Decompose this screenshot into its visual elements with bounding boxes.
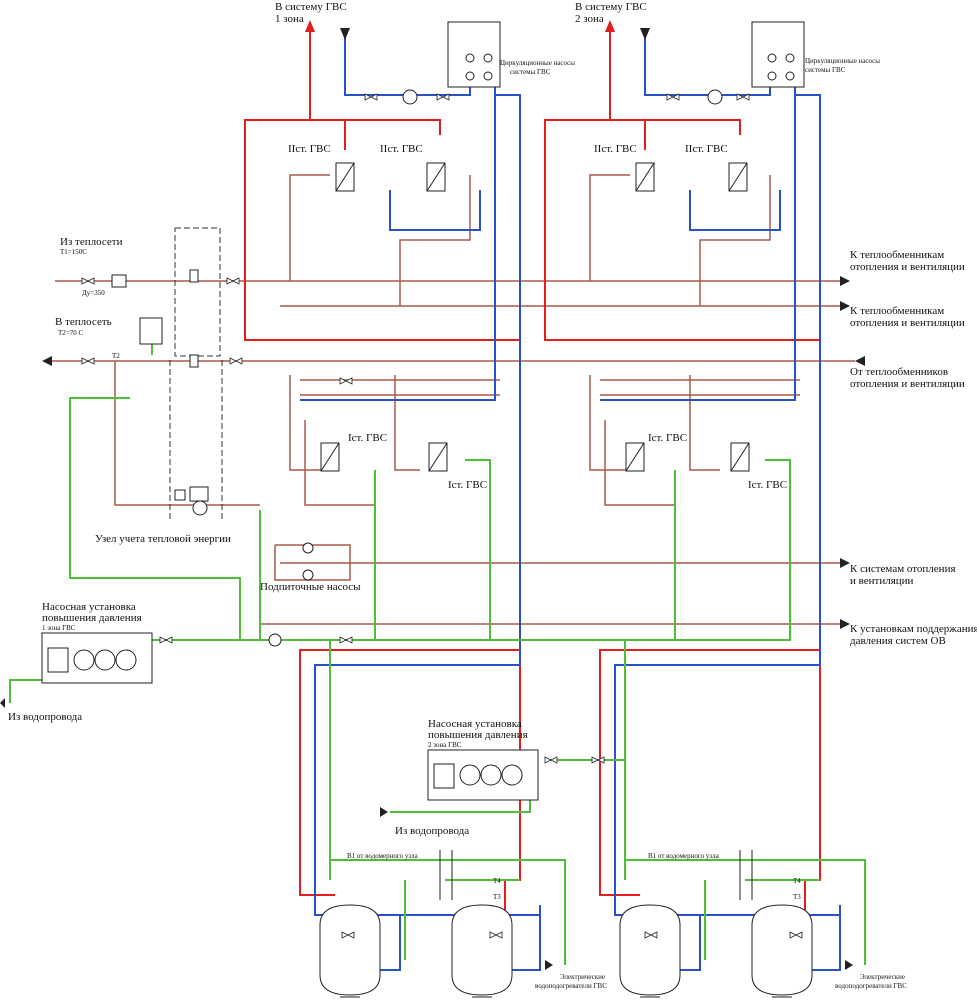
label-to-heating-b: и вентиляции	[850, 575, 914, 587]
label-elec-heaters-1a: Электрические	[560, 973, 605, 981]
label-makeup-pumps: Подпиточные насосы	[260, 581, 361, 593]
hx-stage1-z2-b	[730, 442, 750, 472]
heat-exchangers	[320, 162, 750, 472]
label-meter-node: Узел учета тепловой энергии	[95, 533, 231, 545]
label-to-dhw-z2: В систему ГВС	[575, 1, 647, 13]
label-to-hx2-b: отопления и вентиляции	[850, 317, 965, 329]
label-stage2-b: IIст. ГВС	[380, 143, 423, 155]
circulation-return-lines	[300, 30, 841, 971]
heat-meter	[174, 486, 209, 516]
hx-stage1-z1-b	[428, 442, 448, 472]
hx-stage1-z1-a	[320, 442, 340, 472]
label-b1-1: В1 от водомерного узла	[347, 852, 419, 860]
label-stage1-b: Iст. ГВС	[448, 479, 487, 491]
hx-stage2-z1-a	[335, 162, 355, 192]
label-from-heatnet: Из теплосети	[60, 236, 123, 248]
label-t3-1: Т3	[493, 893, 501, 901]
label-b1-2: В1 от водомерного узла	[648, 852, 720, 860]
label-t4-1: Т4	[493, 877, 501, 885]
label-to-dhw-z1: В систему ГВС	[275, 1, 347, 13]
label-stage2-d: IIст. ГВС	[685, 143, 728, 155]
heat-network-lines	[45, 174, 855, 625]
label-circ-pumps-1b: системы ГВС	[510, 68, 551, 76]
label-to-hx1-b: отопления и вентиляции	[850, 261, 965, 273]
label-to-pressure-a: К установкам поддержания	[850, 623, 977, 635]
label-to-heatnet: В теплосеть	[55, 316, 112, 328]
label-circ-pumps-1a: Циркуляционные насосы	[500, 59, 575, 67]
label-to-hx1-a: К теплообменникам	[850, 249, 944, 261]
makeup-pump-set	[268, 542, 314, 647]
label-booster1-c: 1 зона ГВС	[42, 624, 76, 632]
label-to-pressure-b: давления систем ОВ	[850, 635, 946, 647]
cold-water-lines	[9, 325, 866, 965]
label-booster2-b: повышения давления	[428, 729, 528, 741]
label-booster1-b: повышения давления	[42, 612, 142, 624]
label-booster1-a: Насосная установка	[42, 601, 136, 613]
heat-net-filter	[111, 269, 199, 368]
hx-stage1-z2-a	[625, 442, 645, 472]
booster-unit-zone2	[427, 749, 539, 801]
label-elec-heaters-2a: Электрические	[860, 973, 905, 981]
label-du: Ду=350	[82, 289, 105, 297]
label-circ-pumps-2a: Циркуляционные насосы	[805, 57, 880, 65]
metering-boundary	[169, 227, 223, 520]
label-circ-pumps-2b: системы ГВС	[805, 66, 846, 74]
label-to-heating-a: К системам отопления	[850, 563, 956, 575]
label-t2: Т2=70 С	[58, 329, 83, 337]
distribution-headers	[439, 850, 753, 900]
label-zone1: 1 зона	[275, 13, 304, 25]
label-stage2-c: IIст. ГВС	[594, 143, 637, 155]
flow-arrows	[0, 20, 865, 970]
label-t2-short: Т2	[112, 352, 120, 360]
label-from-hx-a: От теплообменников	[850, 366, 948, 378]
circ-pump-block-2	[707, 21, 805, 105]
water-heater-tanks	[319, 904, 813, 998]
label-to-hx2-a: К теплообменникам	[850, 305, 944, 317]
hx-stage2-z2-a	[635, 162, 655, 192]
label-from-water-1: Из водопровода	[8, 711, 82, 723]
label-stage2-a: IIст. ГВС	[288, 143, 331, 155]
label-stage1-d: Iст. ГВС	[748, 479, 787, 491]
label-t3-2: Т3	[793, 893, 801, 901]
label-t4-2: Т4	[793, 877, 801, 885]
booster-unit-zone1	[41, 632, 153, 684]
label-t1: Т1=150С	[60, 248, 87, 256]
label-booster2-a: Насосная установка	[428, 718, 522, 730]
label-elec-heaters-1b: водоподогреватели ГВС	[535, 982, 607, 990]
label-stage1-a: Iст. ГВС	[348, 432, 387, 444]
circ-pump-block-1	[402, 21, 501, 105]
label-elec-heaters-2b: водоподогреватели ГВС	[835, 982, 907, 990]
label-from-hx-b: отопления и вентиляции	[850, 378, 965, 390]
valves	[81, 93, 803, 939]
hx-stage2-z2-b	[728, 162, 748, 192]
text-labels: В систему ГВС 1 зона В систему ГВС 2 зон…	[8, 1, 977, 990]
label-stage1-c: Iст. ГВС	[648, 432, 687, 444]
label-zone2: 2 зона	[575, 13, 604, 25]
hx-stage2-z1-b	[426, 162, 446, 192]
label-from-water-2: Из водопровода	[395, 825, 469, 837]
label-booster2-c: 2 зона ГВС	[428, 741, 462, 749]
